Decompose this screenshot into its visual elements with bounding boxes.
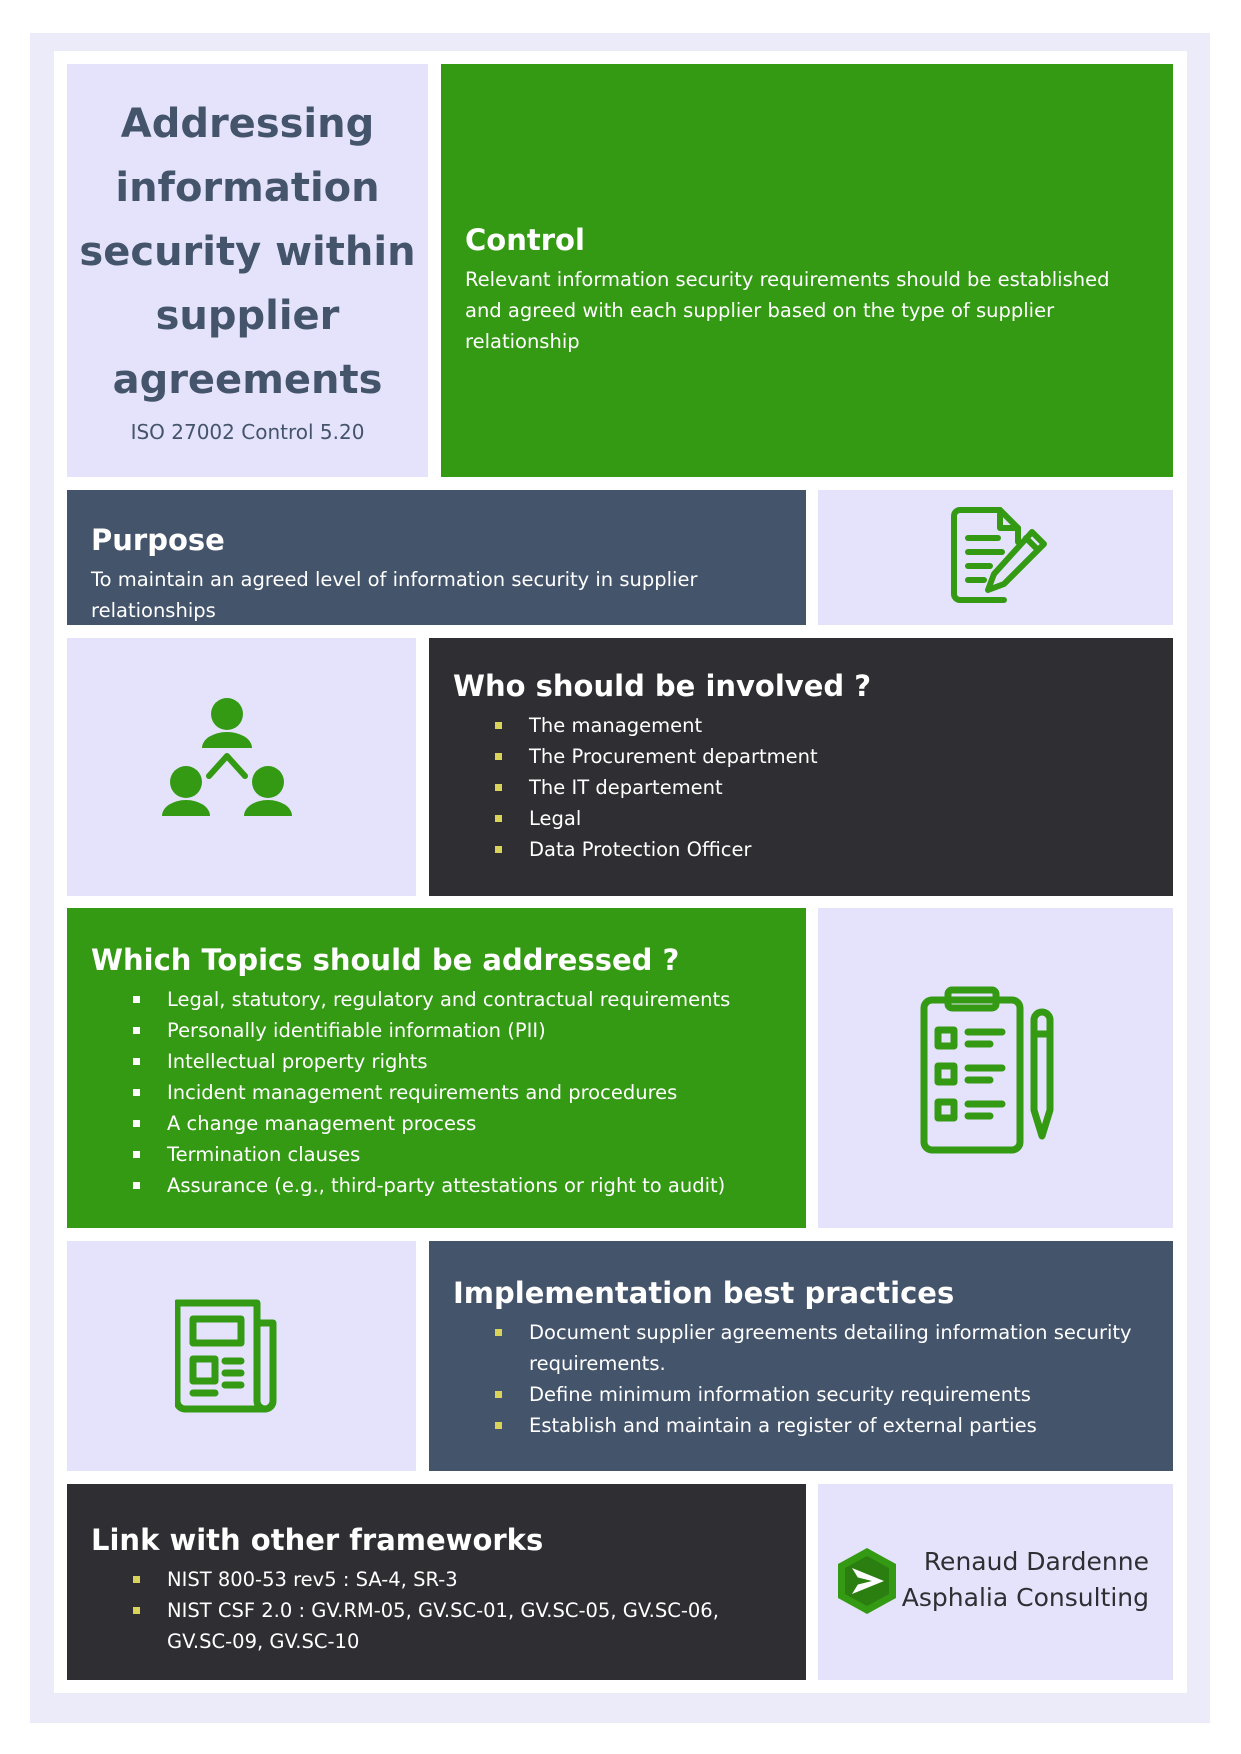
purpose-text: To maintain an agreed level of informati…: [91, 568, 698, 622]
list-item: The Procurement department: [495, 741, 1149, 772]
list-item: NIST 800-53 rev5 : SA-4, SR-3: [133, 1564, 782, 1595]
implementation-list: Document supplier agreements detailing i…: [453, 1317, 1149, 1441]
list-item: Legal: [495, 803, 1149, 834]
who-tile: Who should be involved ? The management …: [429, 638, 1173, 896]
control-heading: Control: [465, 223, 585, 257]
list-item: Document supplier agreements detailing i…: [495, 1317, 1149, 1379]
list-item: Data Protection Officer: [495, 834, 1149, 865]
list-item: Incident management requirements and pro…: [133, 1077, 782, 1108]
document-icon-tile: [818, 490, 1173, 625]
author-name: Renaud Dardenne: [923, 1547, 1149, 1576]
people-icon-tile: [67, 638, 416, 896]
checklist-icon-tile: [818, 908, 1173, 1228]
list-item: Termination clauses: [133, 1139, 782, 1170]
list-item: The IT departement: [495, 772, 1149, 803]
title-tile: Addressing information security within s…: [67, 64, 428, 477]
purpose-tile: Purpose To maintain an agreed level of i…: [67, 490, 806, 625]
who-list: The management The Procurement departmen…: [453, 710, 1149, 865]
topics-heading: Which Topics should be addressed ?: [91, 943, 680, 977]
page-subtitle: ISO 27002 Control 5.20: [130, 420, 365, 444]
control-tile: Control Relevant information security re…: [441, 64, 1173, 477]
topics-list: Legal, statutory, regulatory and contrac…: [91, 984, 782, 1201]
newspaper-icon-tile: [67, 1241, 416, 1471]
list-item: Legal, statutory, regulatory and contrac…: [133, 984, 782, 1015]
brand-tile: Renaud Dardenne Asphalia Consulting: [818, 1484, 1173, 1680]
list-item: The management: [495, 710, 1149, 741]
implementation-heading: Implementation best practices: [453, 1276, 955, 1310]
checklist-icon: [920, 986, 1054, 1154]
list-item: Establish and maintain a register of ext…: [495, 1410, 1149, 1441]
frameworks-tile: Link with other frameworks NIST 800-53 r…: [67, 1484, 806, 1680]
control-text: Relevant information security requiremen…: [465, 268, 1110, 353]
purpose-heading: Purpose: [91, 523, 225, 557]
asphalia-logo: [838, 1548, 896, 1614]
list-item: Intellectual property rights: [133, 1046, 782, 1077]
company-name: Asphalia Consulting: [901, 1583, 1149, 1612]
list-item: Assurance (e.g., third-party attestation…: [133, 1170, 782, 1201]
page-title: Addressing information security within s…: [79, 101, 416, 403]
list-item: A change management process: [133, 1108, 782, 1139]
list-item: Define minimum information security requ…: [495, 1379, 1149, 1410]
frameworks-heading: Link with other frameworks: [91, 1523, 544, 1557]
list-item: Personally identifiable information (PII…: [133, 1015, 782, 1046]
brand-text: Renaud Dardenne Asphalia Consulting: [902, 1544, 1149, 1616]
newspaper-icon: [175, 1299, 277, 1413]
people-network-icon: [162, 698, 292, 816]
list-item: NIST CSF 2.0 : GV.RM-05, GV.SC-01, GV.SC…: [133, 1595, 782, 1657]
implementation-tile: Implementation best practices Document s…: [429, 1241, 1173, 1471]
document-edit-icon: [951, 507, 1047, 603]
frameworks-list: NIST 800-53 rev5 : SA-4, SR-3 NIST CSF 2…: [91, 1564, 782, 1657]
topics-tile: Which Topics should be addressed ? Legal…: [67, 908, 806, 1228]
who-heading: Who should be involved ?: [453, 669, 872, 703]
